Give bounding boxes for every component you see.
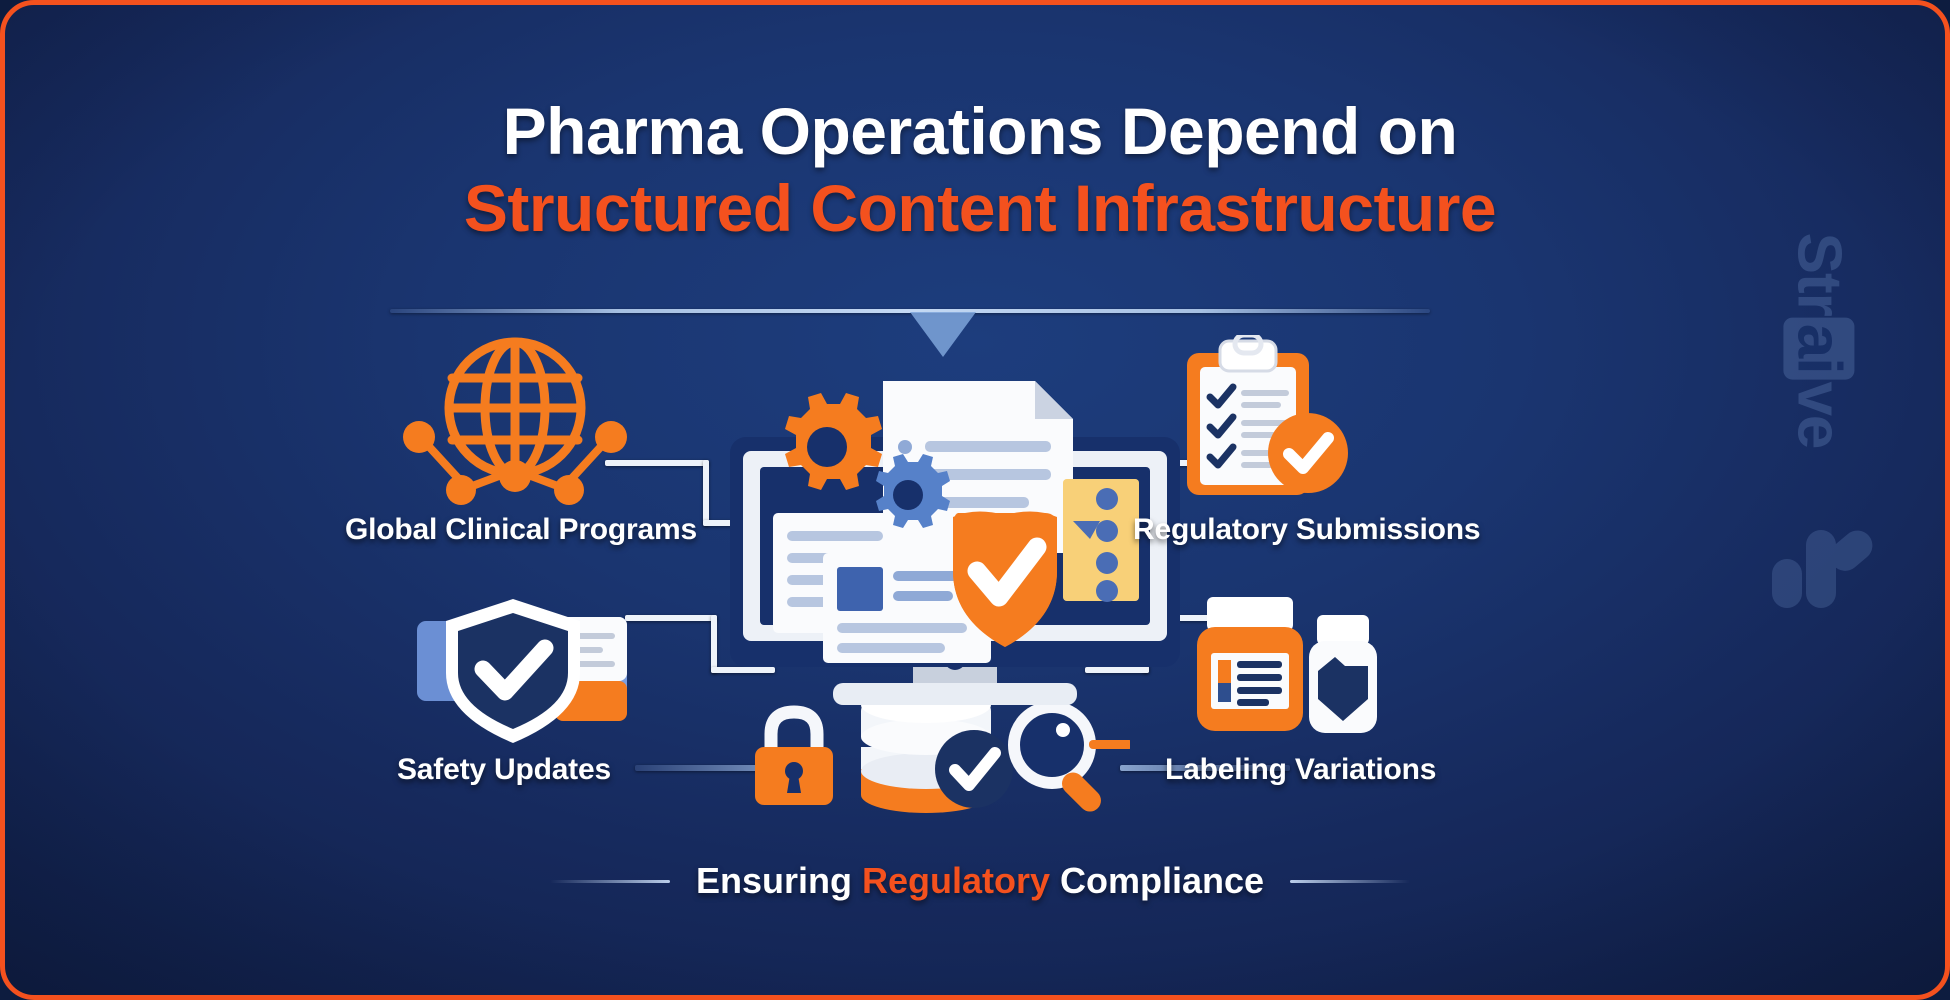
label-regulatory-submissions: Regulatory Submissions: [1133, 513, 1481, 546]
tagline-post: Compliance: [1050, 860, 1265, 901]
watermark-text-post: ve: [1784, 381, 1854, 449]
tagline-text: Ensuring Regulatory Compliance: [696, 860, 1264, 902]
label-labeling-variations: Labeling Variations: [1165, 753, 1437, 786]
straive-logo-mark-icon: [1764, 516, 1874, 616]
gear-orange-icon: [785, 393, 882, 490]
connector-bottom-left: [625, 615, 775, 715]
clipboard-checklist-icon: [1165, 332, 1365, 500]
title-line-1: Pharma Operations Depend on: [502, 94, 1458, 168]
label-safety-updates: Safety Updates: [397, 753, 611, 786]
title-line-2: Structured Content Infrastructure: [463, 170, 1497, 245]
padlock-icon: [747, 705, 842, 810]
desktop-monitor-documents-icon: [705, 375, 1205, 705]
magnifying-glass-icon: [1005, 700, 1133, 815]
title-divider: [390, 309, 1430, 313]
pill-bottles-icon: [1185, 595, 1395, 755]
tagline-pre: Ensuring: [695, 860, 862, 901]
label-global-clinical-programs: Global Clinical Programs: [345, 513, 697, 546]
tagline-line-right: [1290, 879, 1411, 883]
divider-arrow-icon: [910, 312, 976, 357]
tagline-line-left: [549, 879, 670, 883]
gear-blue-icon: [876, 454, 950, 528]
connector-base-right: [1120, 765, 1290, 771]
globe-network-icon: [395, 330, 635, 510]
tagline: Ensuring Regulatory Compliance: [5, 860, 1945, 902]
tagline-highlight: Regulatory: [861, 860, 1050, 901]
page-title: Pharma Operations Depend on Structured C…: [5, 93, 1945, 246]
connector-base-left: [635, 765, 805, 771]
shield-check-cards-icon: [405, 593, 635, 753]
watermark-text-boxed: ai: [1783, 317, 1855, 380]
database-check-icon: [843, 684, 1023, 815]
